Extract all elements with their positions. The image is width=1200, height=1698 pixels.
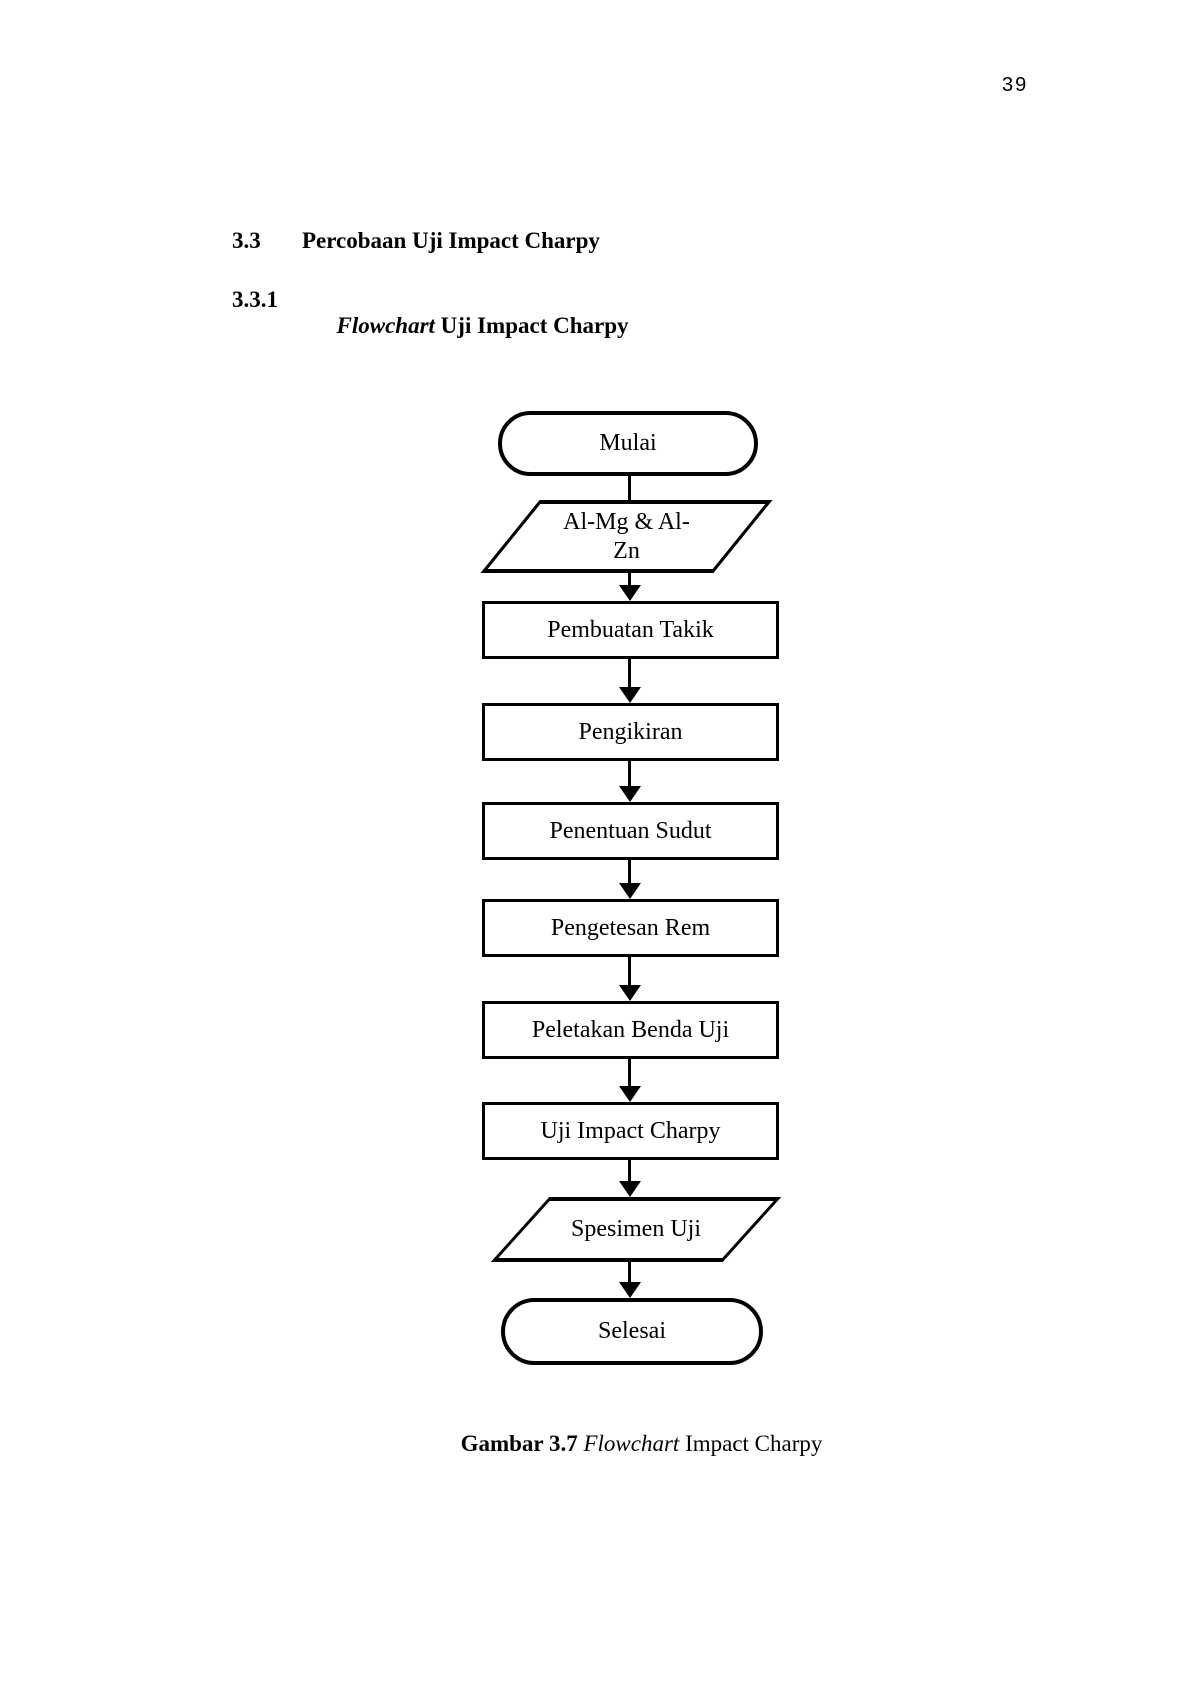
arrow-down-icon — [619, 1086, 641, 1102]
node-label: Uji Impact Charpy — [540, 1117, 721, 1144]
flow-line — [628, 858, 631, 884]
caption-label: Gambar 3.7 — [460, 1431, 578, 1456]
flowchart-io-material: Al-Mg & Al- Zn — [480, 500, 773, 573]
node-label: Pengetesan Rem — [550, 914, 711, 941]
flowchart-process-uji-impact-charpy: Uji Impact Charpy — [482, 1102, 779, 1160]
flow-line — [628, 657, 631, 688]
flow-line — [628, 1057, 631, 1087]
arrow-down-icon — [619, 687, 641, 703]
flowchart-io-spesimen-uji: Spesimen Uji — [490, 1197, 782, 1262]
section-heading-3-3: 3.3 Percobaan Uji Impact Charpy — [232, 228, 600, 254]
arrow-down-icon — [619, 985, 641, 1001]
section-number: 3.3.1 — [232, 287, 278, 312]
node-label: Pengikiran — [578, 718, 683, 745]
flow-line — [628, 569, 631, 586]
node-label: Pembuatan Takik — [547, 616, 714, 643]
node-label-line-2: Zn — [613, 537, 640, 564]
arrow-down-icon — [619, 585, 641, 601]
flowchart-process-pengikiran: Pengikiran — [482, 703, 779, 761]
flow-line — [628, 1158, 631, 1182]
node-label: Mulai — [599, 430, 657, 457]
flowchart-process-peletakan-benda-uji: Peletakan Benda Uji — [482, 1001, 779, 1059]
arrow-down-icon — [619, 883, 641, 899]
flowchart-start-terminator: Mulai — [498, 411, 758, 476]
flow-line — [628, 1260, 631, 1283]
flowchart-process-pengetesan-rem: Pengetesan Rem — [482, 899, 779, 957]
flow-line — [628, 759, 631, 787]
node-label: Selesai — [598, 1318, 666, 1345]
caption-rest: Impact Charpy — [679, 1431, 823, 1456]
node-label-line-1: Al-Mg & Al- — [563, 508, 690, 535]
flow-line — [628, 955, 631, 986]
flowchart-process-penentuan-sudut: Penentuan Sudut — [482, 802, 779, 860]
flowchart-end-terminator: Selesai — [501, 1298, 763, 1365]
node-label: Peletakan Benda Uji — [531, 1016, 730, 1043]
section-heading-3-3-1: 3.3.1 Flowchart Uji Impact Charpy — [232, 287, 629, 366]
flow-line — [628, 472, 631, 502]
section-number: 3.3 — [232, 228, 261, 253]
flowchart-process-pembuatan-takik: Pembuatan Takik — [482, 601, 779, 659]
section-title: Percobaan Uji Impact Charpy — [302, 228, 600, 253]
page-number: 39 — [1002, 74, 1029, 96]
arrow-down-icon — [619, 786, 641, 802]
arrow-down-icon — [619, 1282, 641, 1298]
node-label: Al-Mg & Al- Zn — [563, 508, 690, 566]
node-label: Spesimen Uji — [571, 1216, 701, 1243]
arrow-down-icon — [619, 1181, 641, 1197]
section-title-italic: Flowchart — [336, 313, 435, 339]
figure-caption: Gambar 3.7 Flowchart Impact Charpy — [330, 1405, 930, 1483]
section-title: Uji Impact Charpy — [434, 313, 629, 339]
caption-italic: Flowchart — [577, 1431, 680, 1456]
node-label: Penentuan Sudut — [549, 817, 712, 844]
